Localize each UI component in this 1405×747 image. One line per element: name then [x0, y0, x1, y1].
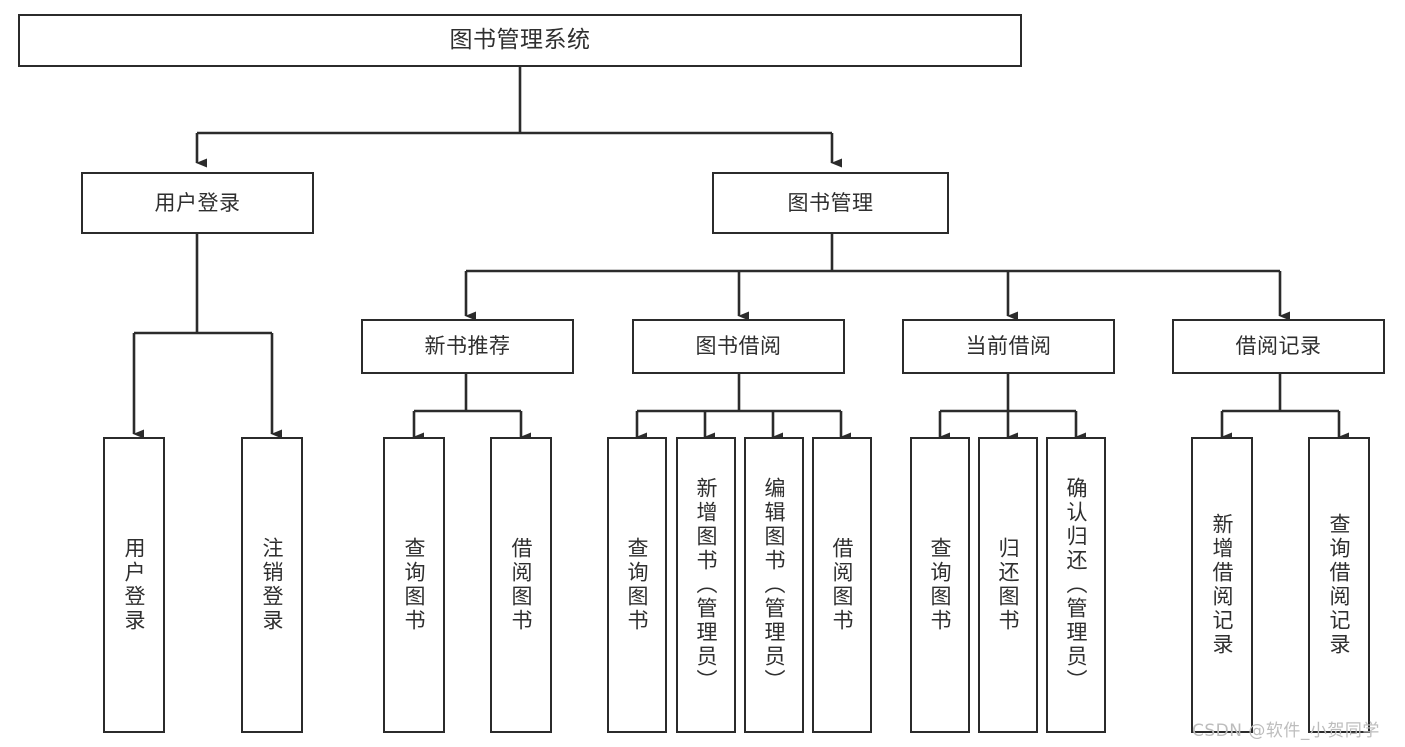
node-book-management[interactable]: 图书管理: [712, 172, 949, 234]
node-label: 图书借阅: [695, 334, 782, 359]
node-label: 用户登录: [122, 537, 147, 633]
node-label: 查询图书: [402, 537, 427, 633]
node-leaf-edit-book[interactable]: 编辑图书（管理员）: [744, 437, 804, 733]
node-label: 新增借阅记录: [1210, 513, 1235, 657]
node-label: 查询借阅记录: [1327, 513, 1352, 657]
node-label: 借阅记录: [1235, 334, 1322, 359]
node-leaf-borrow-book-2[interactable]: 借阅图书: [812, 437, 872, 733]
node-user-login[interactable]: 用户登录: [81, 172, 314, 234]
node-leaf-add-book[interactable]: 新增图书（管理员）: [676, 437, 736, 733]
node-label: 用户登录: [154, 190, 241, 215]
node-label: 查询图书: [928, 537, 953, 633]
node-label: 查询图书: [625, 537, 650, 633]
node-book-borrow[interactable]: 图书借阅: [632, 319, 845, 374]
node-leaf-query-book-2[interactable]: 查询图书: [607, 437, 667, 733]
node-label: 编辑图书（管理员）: [762, 477, 787, 693]
node-leaf-borrow-book-1[interactable]: 借阅图书: [490, 437, 552, 733]
node-leaf-query-book-1[interactable]: 查询图书: [383, 437, 445, 733]
node-leaf-confirm-return[interactable]: 确认归还（管理员）: [1046, 437, 1106, 733]
node-leaf-query-record[interactable]: 查询借阅记录: [1308, 437, 1370, 733]
csdn-watermark: CSDN @软件_小贺同学: [1192, 721, 1380, 741]
node-leaf-return-book[interactable]: 归还图书: [978, 437, 1038, 733]
node-label: 图书管理: [787, 190, 874, 215]
node-borrow-record[interactable]: 借阅记录: [1172, 319, 1385, 374]
node-label: 图书管理系统: [449, 27, 591, 54]
node-label: 新增图书（管理员）: [694, 477, 719, 693]
node-new-book-recommend[interactable]: 新书推荐: [361, 319, 574, 374]
node-label: 借阅图书: [509, 537, 534, 633]
node-label: 确认归还（管理员）: [1064, 477, 1089, 693]
node-root-system[interactable]: 图书管理系统: [18, 14, 1022, 67]
node-leaf-user-login[interactable]: 用户登录: [103, 437, 165, 733]
node-current-borrow[interactable]: 当前借阅: [902, 319, 1115, 374]
node-leaf-query-book-3[interactable]: 查询图书: [910, 437, 970, 733]
node-label: 当前借阅: [965, 334, 1052, 359]
node-leaf-add-record[interactable]: 新增借阅记录: [1191, 437, 1253, 733]
node-label: 注销登录: [260, 537, 285, 633]
node-label: 借阅图书: [830, 537, 855, 633]
node-leaf-logout-login[interactable]: 注销登录: [241, 437, 303, 733]
node-label: 新书推荐: [424, 334, 511, 359]
node-label: 归还图书: [996, 537, 1021, 633]
